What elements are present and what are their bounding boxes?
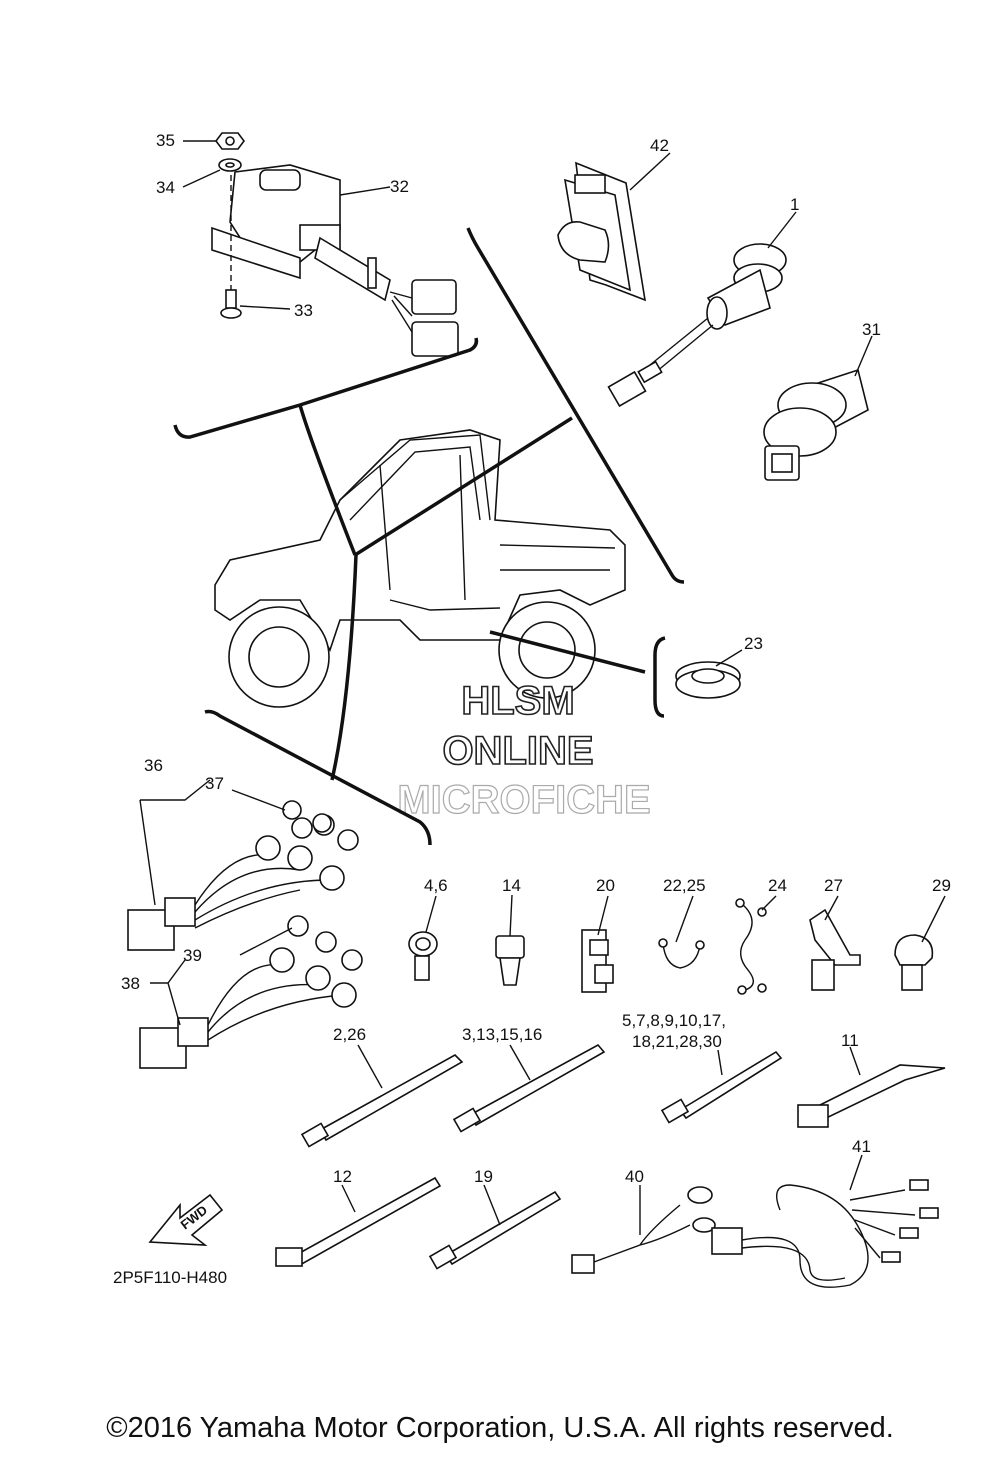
harness-38 — [139, 915, 363, 1069]
drawing-code: 2P5F110-H480 — [113, 1268, 227, 1287]
vehicle-illustration — [214, 429, 626, 708]
clip-4-6 — [408, 931, 438, 981]
label-3-13-15-16: 3,13,15,16 — [462, 1025, 542, 1044]
label-23: 23 — [744, 634, 763, 653]
lead-40 — [571, 1186, 716, 1274]
leader-top-left — [298, 404, 357, 556]
switch-31 — [763, 368, 869, 481]
label-11: 11 — [841, 1031, 859, 1050]
clip-24 — [735, 898, 767, 995]
label-1: 1 — [790, 195, 799, 214]
label-42: 42 — [650, 136, 669, 155]
leader-23 — [489, 630, 646, 674]
label-24: 24 — [768, 876, 787, 895]
harness-41 — [711, 1179, 939, 1288]
bolt-33 — [220, 175, 242, 319]
bracket-lower-left — [204, 709, 432, 846]
label-5-line1: 5,7,8,9,10,17, — [622, 1011, 726, 1030]
cable-tie-19 — [428, 1190, 562, 1270]
cable-tie-12 — [275, 1176, 442, 1267]
label-5-line2: 18,21,28,30 — [632, 1032, 722, 1051]
leader-bottom — [330, 554, 358, 781]
label-14: 14 — [502, 876, 521, 895]
switch-42 — [557, 161, 647, 302]
grommet-23 — [675, 661, 741, 699]
clip-14 — [495, 935, 525, 986]
bracket-top-right — [466, 227, 685, 584]
label-29: 29 — [932, 876, 951, 895]
leader-top-right — [354, 416, 573, 557]
washer-34-hole — [225, 162, 235, 168]
label-31: 31 — [862, 320, 881, 339]
cable-tie-3-13-15-16 — [452, 1043, 606, 1133]
label-20: 20 — [596, 876, 615, 895]
label-38: 38 — [121, 974, 140, 993]
cable-tie-2-26 — [300, 1054, 464, 1148]
label-22-25: 22,25 — [663, 876, 706, 895]
label-27: 27 — [824, 876, 843, 895]
label-2-26: 2,26 — [333, 1025, 366, 1044]
label-34: 34 — [156, 178, 175, 197]
label-36: 36 — [144, 756, 163, 775]
bracket-23 — [653, 636, 666, 718]
relay-assembly-32 — [211, 164, 459, 357]
cable-tie-11 — [797, 1064, 946, 1128]
copyright-notice: ©2016 Yamaha Motor Corporation, U.S.A. A… — [106, 1412, 894, 1444]
nut-35 — [215, 132, 245, 150]
cable-tie-5-7-8 — [660, 1050, 783, 1124]
watermark-line3: MICROFICHE — [397, 778, 650, 822]
label-12: 12 — [333, 1167, 352, 1186]
clip-27 — [809, 908, 861, 991]
label-37: 37 — [205, 774, 224, 793]
label-40: 40 — [625, 1167, 644, 1186]
socket-1 — [607, 243, 787, 408]
clip-29 — [894, 934, 934, 991]
watermark-line1: HLSM — [461, 679, 574, 723]
label-19: 19 — [474, 1167, 493, 1186]
watermark-line2: ONLINE — [442, 729, 593, 773]
harness-36 — [127, 800, 359, 951]
clip-20 — [581, 929, 614, 993]
label-4-6: 4,6 — [424, 876, 448, 895]
clip-22-25 — [658, 938, 705, 969]
label-33: 33 — [294, 301, 313, 320]
label-41: 41 — [852, 1137, 871, 1156]
label-32: 32 — [390, 177, 409, 196]
fwd-arrow-icon: FWD — [148, 1193, 224, 1246]
label-35: 35 — [156, 131, 175, 150]
label-39: 39 — [183, 946, 202, 965]
